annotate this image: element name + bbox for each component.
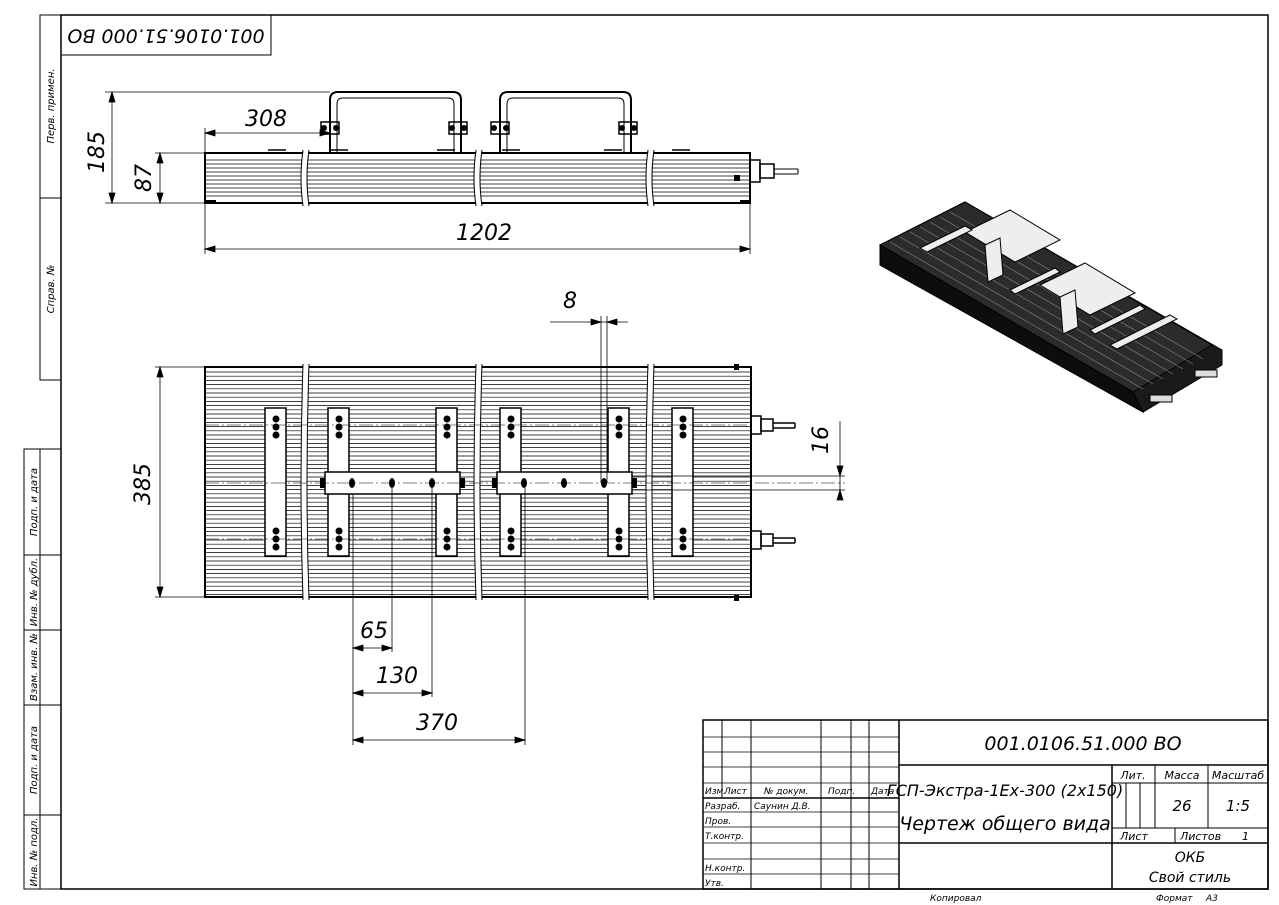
dim-370: 370: [416, 711, 458, 736]
title-product-name: ГСП-Экстра-1Ex-300 (2х150): [887, 781, 1123, 800]
header-izm: Изм.: [705, 787, 726, 797]
footer-format-label: Формат: [1156, 894, 1193, 904]
plan-view-breaks: [300, 363, 655, 601]
plan-view-glands: [750, 415, 796, 550]
footer-kopiroval: Копировал: [930, 894, 982, 904]
dim-308: 308: [245, 107, 287, 132]
corner-designation: 001.0106.51.000 ВО: [67, 25, 264, 47]
sheets-label: Листов: [1179, 830, 1221, 843]
sheet-label: Лист: [1119, 830, 1148, 843]
dim-130: 130: [376, 664, 418, 689]
dim-8: 8: [563, 289, 577, 314]
dim-385: 385: [131, 463, 156, 505]
header-data: Дата: [870, 787, 894, 797]
header-masshtab: Масштаб: [1212, 769, 1264, 782]
side-view-dimension-lines: [105, 90, 752, 254]
mass-value: 26: [1172, 797, 1191, 815]
side-label-podp-data-2: Подп. и дата: [29, 726, 40, 794]
row-tkontr: Т.контр.: [705, 832, 744, 842]
dim-1202: 1202: [456, 221, 512, 246]
dim-65: 65: [360, 619, 388, 644]
sheet-frame: [23, 14, 1269, 890]
side-label-perv-primen: Перв. примен.: [46, 68, 57, 143]
razrab-name: Саунин Д.В.: [754, 802, 811, 812]
dim-16: 16: [809, 426, 834, 454]
row-nkontr: Н.контр.: [705, 864, 745, 874]
header-lit: Лит.: [1119, 769, 1145, 782]
side-label-podp-data-1: Подп. и дата: [29, 468, 40, 536]
side-view-bolt-heads: [206, 125, 750, 204]
org-line-1: ОКБ: [1175, 850, 1206, 866]
title-block: [702, 719, 1269, 890]
title-designation: 001.0106.51.000 ВО: [984, 733, 1181, 755]
side-label-sprav-no: Справ. №: [46, 265, 57, 314]
header-n-dokum: № докум.: [763, 787, 808, 797]
sheets-value: 1: [1242, 830, 1249, 843]
header-podp: Подп.: [828, 787, 855, 797]
side-label-inv-podl: Инв. № подл.: [29, 818, 40, 887]
plan-view-dimension-lines: [155, 316, 845, 745]
row-utv: Утв.: [705, 879, 724, 889]
row-prov: Пров.: [705, 817, 731, 827]
plan-view-center-lines: [205, 424, 845, 540]
row-razrab: Разраб.: [705, 802, 740, 812]
header-list: Лист: [723, 787, 748, 797]
side-label-inv-dubl: Инв. № дубл.: [28, 558, 40, 626]
header-massa: Масса: [1164, 769, 1199, 782]
side-view: [204, 91, 799, 207]
isometric-view: [878, 201, 1223, 414]
dim-87: 87: [132, 164, 157, 192]
dim-185: 185: [85, 131, 110, 173]
org-line-2: Свой стиль: [1149, 870, 1231, 886]
title-doc-name: Чертеж общего вида: [899, 813, 1111, 835]
scale-value: 1:5: [1226, 797, 1250, 815]
side-label-vzam-inv: Взам. инв. №: [29, 633, 40, 701]
footer-format-value: А3: [1205, 894, 1218, 904]
